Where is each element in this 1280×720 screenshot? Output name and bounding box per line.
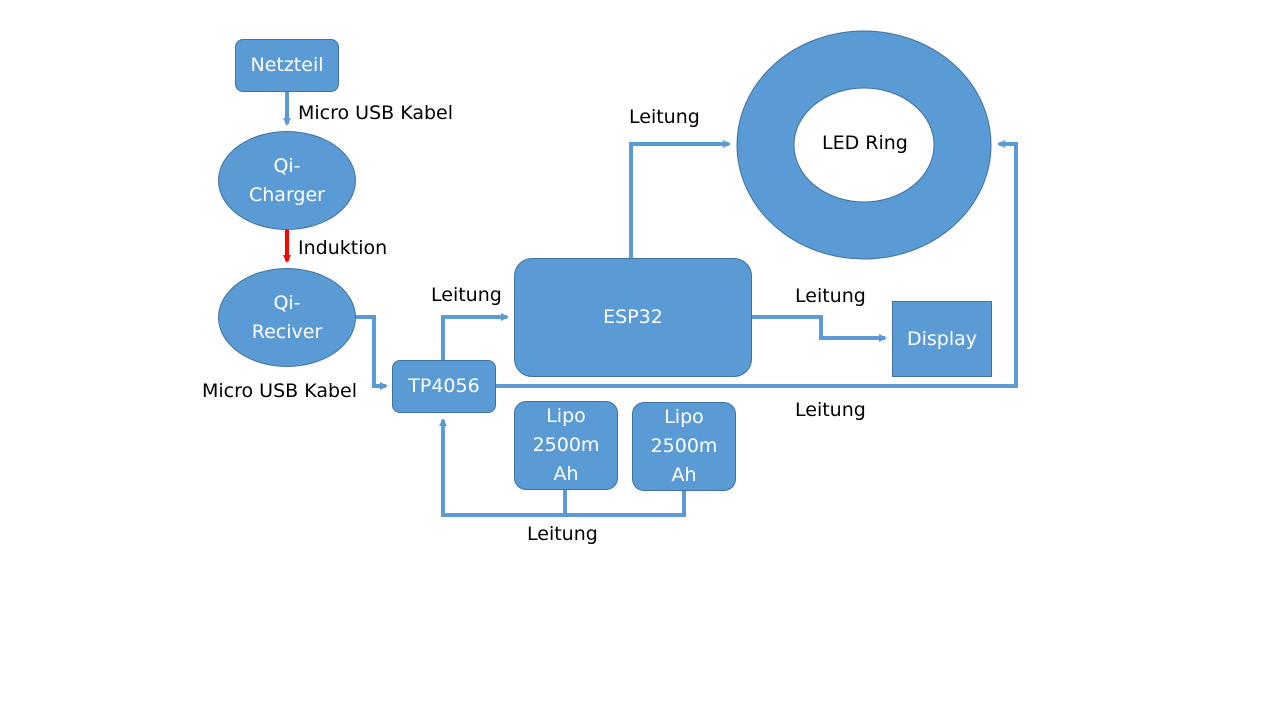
node-lipo-1[interactable]: Lipo 2500m Ah	[514, 401, 618, 490]
node-display-label: Display	[906, 327, 978, 350]
node-qi-receiver[interactable]: Qi- Reciver	[218, 268, 356, 367]
node-tp4056-label: TP4056	[408, 375, 480, 397]
node-display[interactable]: Display	[892, 301, 992, 377]
node-netzteil[interactable]: Netzteil	[235, 39, 339, 92]
label-esp32-display: Leitung	[795, 285, 866, 307]
connector-esp32-led-ring	[629, 140, 731, 258]
label-netzteil-charger: Micro USB Kabel	[298, 102, 454, 124]
label-induction: Induktion	[298, 237, 388, 259]
label-receiver-tp4056: Micro USB Kabel	[202, 380, 358, 402]
node-qi-charger[interactable]: Qi- Charger	[218, 131, 356, 230]
node-tp4056[interactable]: TP4056	[392, 360, 496, 413]
node-esp32[interactable]: ESP32	[514, 258, 752, 377]
label-tp4056-esp32: Leitung	[431, 284, 502, 306]
node-lipo-2-label: Lipo 2500m Ah	[650, 406, 718, 486]
label-esp32-led-ring: Leitung	[629, 106, 700, 128]
node-led-ring-label: LED Ring	[822, 132, 908, 154]
node-qi-charger-label: Qi- Charger	[249, 154, 325, 206]
node-lipo-1-label: Lipo 2500m Ah	[532, 405, 600, 485]
connector-receiver-tp4056	[354, 315, 388, 390]
label-lipo-tp4056: Leitung	[527, 523, 598, 545]
label-tp4056-led-ring: Leitung	[795, 399, 866, 421]
node-lipo-2[interactable]: Lipo 2500m Ah	[632, 402, 736, 491]
connector-tp4056-esp32	[441, 313, 509, 360]
connector-tp4056-led-ring	[495, 140, 1018, 388]
connector-esp32-display	[751, 315, 887, 342]
led-ring-inner	[793, 87, 935, 203]
node-netzteil-label: Netzteil	[250, 54, 324, 76]
node-esp32-label: ESP32	[603, 306, 663, 328]
node-qi-receiver-label: Qi- Reciver	[251, 291, 323, 343]
